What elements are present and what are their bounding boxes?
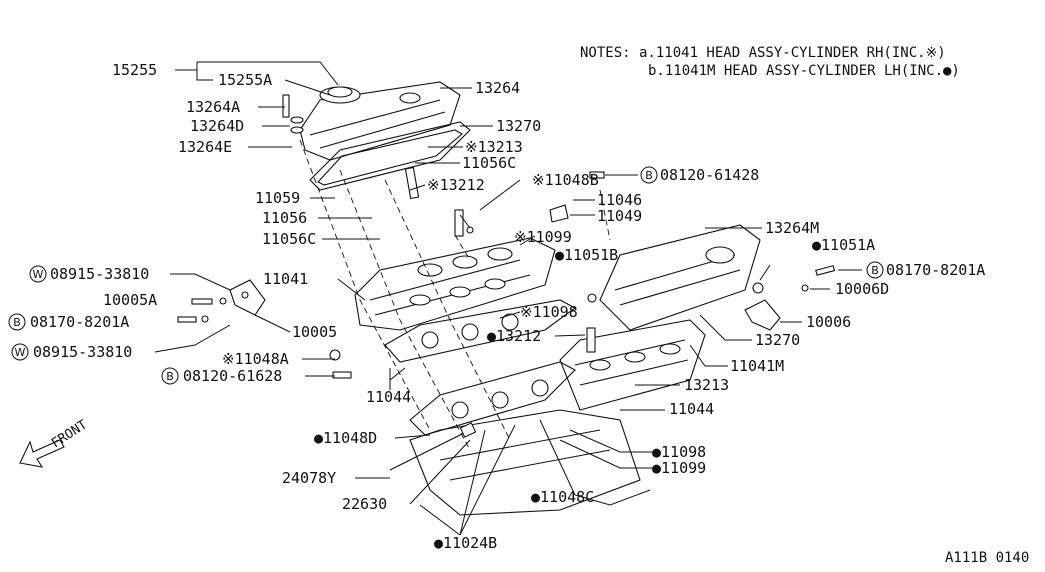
- label-13213-lh[interactable]: 13213: [684, 376, 729, 394]
- assembly-dashed-lines: [299, 139, 611, 451]
- label-10006D[interactable]: 10006D: [835, 280, 889, 298]
- circle-letter-w: W: [33, 268, 44, 281]
- circle-b-08120-61628: B: [161, 367, 179, 385]
- label-13264M[interactable]: 13264M: [765, 219, 819, 237]
- label-08120-61428[interactable]: 08120-61428: [660, 166, 759, 184]
- cylinder-head-lh-drawing: [559, 319, 706, 411]
- label-13264D[interactable]: 13264D: [190, 117, 244, 135]
- cylinder-head-rh-drawing: [354, 237, 556, 331]
- label-11048A[interactable]: ※11048A: [222, 350, 289, 368]
- label-11048D[interactable]: ●11048D: [314, 429, 377, 447]
- rocker-cover-rh-drawing: [299, 81, 461, 161]
- circle-letter-b: B: [166, 370, 174, 383]
- head-gasket-lh-drawing: [409, 361, 576, 436]
- label-13213-rh[interactable]: ※13213: [465, 138, 523, 156]
- label-13212-rh[interactable]: ※13212: [427, 176, 485, 194]
- label-10005A[interactable]: 10005A: [103, 291, 157, 309]
- notes-line-2: b.11041M HEAD ASSY-CYLINDER LH(INC.●): [648, 63, 960, 79]
- label-08120-61628[interactable]: 08120-61628: [183, 367, 282, 385]
- front-label: FRONT: [49, 417, 90, 451]
- circle-b-08170-8201A-right: B: [866, 261, 884, 279]
- label-15255[interactable]: 15255: [112, 61, 157, 79]
- diagram-code: A111B 0140: [945, 550, 1029, 566]
- label-11049[interactable]: 11049: [597, 207, 642, 225]
- label-13264[interactable]: 13264: [475, 79, 520, 97]
- label-13270-top[interactable]: 13270: [496, 117, 541, 135]
- label-11051B[interactable]: ●11051B: [555, 246, 618, 264]
- label-11046[interactable]: 11046: [597, 191, 642, 209]
- rocker-gasket-rh-drawing: [309, 121, 471, 191]
- label-11099-lh[interactable]: ●11099: [652, 459, 706, 477]
- label-13212-lh[interactable]: ●13212: [487, 327, 541, 345]
- label-10005[interactable]: 10005: [292, 323, 337, 341]
- label-15255A[interactable]: 15255A: [218, 71, 272, 89]
- notes-line-1: NOTES: a.11041 HEAD ASSY-CYLINDER RH(INC…: [580, 45, 946, 61]
- label-11051A[interactable]: ●11051A: [812, 236, 875, 254]
- rocker-cover-lh-drawing: [599, 224, 761, 331]
- label-11098-rh[interactable]: ※11098: [520, 303, 578, 321]
- label-11098-lh[interactable]: ●11098: [652, 443, 706, 461]
- label-11041[interactable]: 11041: [263, 270, 308, 288]
- label-13264A[interactable]: 13264A: [186, 98, 240, 116]
- label-11059[interactable]: 11059: [255, 189, 300, 207]
- label-10006[interactable]: 10006: [806, 313, 851, 331]
- circle-letter-b: B: [871, 264, 879, 277]
- label-13264E[interactable]: 13264E: [178, 138, 232, 156]
- label-11048B[interactable]: ※11048B: [532, 171, 599, 189]
- label-11048C[interactable]: ●11048C: [531, 488, 594, 506]
- label-08915-33810-bot[interactable]: 08915-33810: [33, 343, 132, 361]
- label-11044-right[interactable]: 11044: [669, 400, 714, 418]
- circle-letter-b: B: [645, 169, 653, 182]
- circle-letter-b: B: [13, 316, 21, 329]
- label-11041M[interactable]: 11041M: [730, 357, 784, 375]
- label-11056C-top[interactable]: 11056C: [462, 154, 516, 172]
- bracket-10006-drawing: [744, 299, 781, 331]
- front-arrow: FRONT: [19, 417, 90, 468]
- bolts-drawing: [177, 94, 836, 379]
- label-11044-left[interactable]: 11044: [366, 388, 411, 406]
- label-11056[interactable]: 11056: [262, 209, 307, 227]
- label-11056C[interactable]: 11056C: [262, 230, 316, 248]
- label-08170-8201A-right[interactable]: 08170-8201A: [886, 261, 985, 279]
- circle-w-08915-33810-bot: W: [11, 343, 29, 361]
- leader-lines: [154, 61, 862, 536]
- label-08915-33810-top[interactable]: 08915-33810: [50, 265, 149, 283]
- bracket-10005-drawing: [229, 279, 266, 316]
- label-11099-rh[interactable]: ※11099: [514, 228, 572, 246]
- label-13270-lh[interactable]: 13270: [755, 331, 800, 349]
- label-22630[interactable]: 22630: [342, 495, 387, 513]
- circle-b-08170-8201A-left: B: [8, 313, 26, 331]
- circle-b-08120-61428: B: [640, 166, 658, 184]
- circle-letter-w: W: [15, 346, 26, 359]
- sensor-drawing: [389, 422, 477, 471]
- label-24078Y[interactable]: 24078Y: [282, 469, 336, 487]
- label-11024B[interactable]: ●11024B: [434, 534, 497, 552]
- head-gasket-rh-drawing: [384, 299, 577, 363]
- engine-block-drawing: [409, 409, 641, 516]
- label-08170-8201A-left[interactable]: 08170-8201A: [30, 313, 129, 331]
- circle-w-08915-33810-top: W: [29, 265, 47, 283]
